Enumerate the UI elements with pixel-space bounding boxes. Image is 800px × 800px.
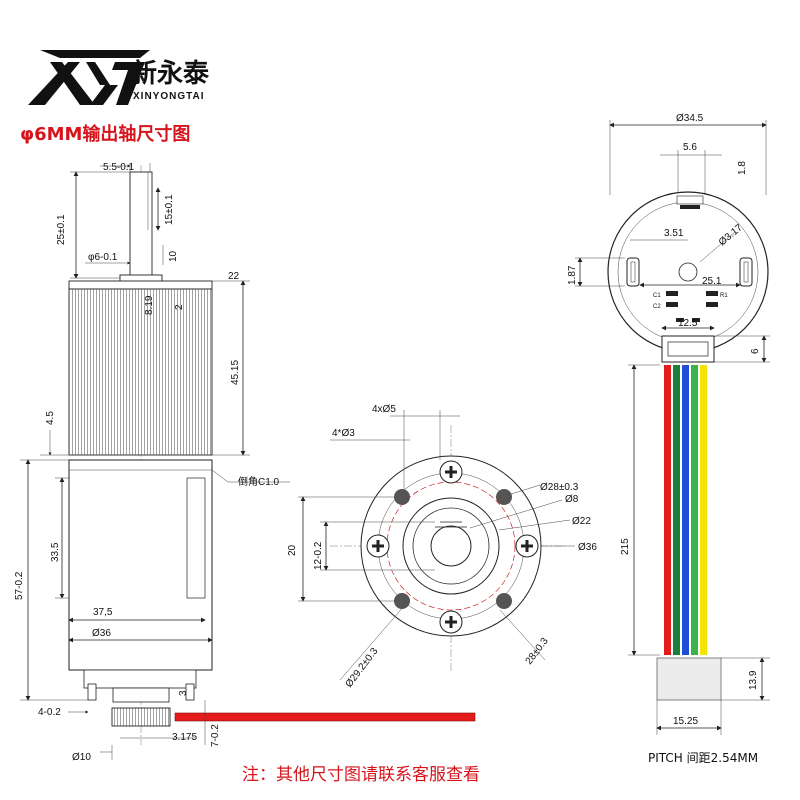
dim-motor-width: 37,5 bbox=[93, 607, 113, 618]
dim-gear-top: 22 bbox=[228, 271, 240, 282]
dim-dia-22: Ø22 bbox=[572, 516, 591, 527]
brand-logo: 新永泰 XINYONGTAI bbox=[28, 50, 210, 105]
dim-gap: 4.5 bbox=[45, 411, 56, 425]
dim-holes-3: 4*Ø3 bbox=[332, 428, 355, 439]
dim-shaft-len: 25±0.1 bbox=[56, 214, 67, 245]
dim-boss-gap: 2 bbox=[174, 304, 185, 310]
encoder-disc bbox=[111, 707, 171, 727]
dim-enc-dia: Ø34.5 bbox=[676, 113, 704, 124]
wire-yellow bbox=[700, 365, 707, 655]
dim-enc-w125: 12.5 bbox=[678, 318, 698, 329]
brand-name-cn: 新永泰 bbox=[131, 58, 210, 89]
wire-blue bbox=[682, 365, 689, 655]
gearbox-body bbox=[68, 288, 213, 456]
dim-enc-w251: 25.1 bbox=[702, 276, 722, 287]
dim-shaft-dia: φ6-0.1 bbox=[88, 252, 118, 263]
brand-name-en: XINYONGTAI bbox=[133, 91, 204, 102]
chamfer-note: 倒角C1.0 bbox=[238, 476, 280, 488]
dim-enc-h187: 1.87 bbox=[567, 265, 578, 285]
dim-dia-8: Ø8 bbox=[565, 494, 579, 505]
dim-h-20: 20 bbox=[287, 544, 298, 556]
dim-enc-h18: 1.8 bbox=[737, 161, 748, 175]
mount-hole bbox=[394, 593, 410, 609]
footnote: 注：其他尺寸图请联系客服查看 bbox=[242, 765, 480, 785]
dim-motor-dia: Ø36 bbox=[92, 628, 111, 639]
wire-bundle bbox=[664, 365, 707, 655]
dim-boss-h: 8.19 bbox=[144, 295, 155, 315]
terminal-left bbox=[87, 683, 97, 701]
pcb-center-hole bbox=[678, 262, 698, 282]
front-view: 4xØ5 4*Ø3 Ø28±0.3 Ø8 Ø22 Ø36 20 12-0.2 Ø… bbox=[287, 404, 597, 690]
dim-term-pitch: 3.175 bbox=[172, 732, 197, 743]
pcb-mark-r1: R1 bbox=[720, 293, 728, 299]
terminal-right bbox=[185, 683, 195, 701]
shaft-end bbox=[430, 525, 472, 567]
wire-red bbox=[664, 365, 671, 655]
encoder-view: Ø34.5 5.6 1.8 C1 C2 R1 3.51 Ø3.17 1.87 bbox=[567, 113, 770, 765]
dim-term-4: 4-0.2 bbox=[38, 707, 61, 718]
dim-dia-28: Ø28±0.3 bbox=[540, 482, 579, 493]
output-shaft bbox=[129, 171, 153, 279]
dim-pcd-28: 28±0.3 bbox=[524, 635, 551, 666]
dim-term-7: 7-0.2 bbox=[210, 724, 221, 747]
dim-pcd-29: Ø29.2±0.3 bbox=[344, 646, 381, 690]
screw-right bbox=[515, 534, 539, 558]
mount-hole bbox=[394, 489, 410, 505]
pitch-note: PITCH 间距2.54MM bbox=[648, 751, 758, 765]
dim-enc-h6: 6 bbox=[750, 348, 761, 354]
pcb-mark-c2: C2 bbox=[653, 304, 661, 310]
page-title: φ6MM输出轴尺寸图 bbox=[20, 123, 190, 145]
wire-lime bbox=[691, 365, 698, 655]
xyt-logo-mark bbox=[28, 50, 150, 105]
screw-bottom bbox=[439, 610, 463, 634]
dim-enc-w56: 5.6 bbox=[683, 142, 697, 153]
dim-conn-h: 13.9 bbox=[748, 670, 759, 690]
lead-wire bbox=[174, 712, 476, 722]
dim-motor-len: 33.5 bbox=[50, 542, 61, 562]
dim-total-len: 57-0.2 bbox=[14, 571, 25, 600]
dim-shaft-tip: 5.5-0.1 bbox=[103, 162, 135, 173]
dim-shaft-flat: 15±0.1 bbox=[164, 194, 175, 225]
dim-conn-w: 15.25 bbox=[673, 716, 698, 727]
wire-connector bbox=[656, 657, 722, 701]
dim-encoder-dia: Ø10 bbox=[72, 752, 91, 763]
dim-gearbox-len: 45.15 bbox=[230, 360, 241, 385]
wire-green bbox=[673, 365, 680, 655]
screw-left bbox=[366, 534, 390, 558]
dim-holes-5: 4xØ5 bbox=[372, 404, 396, 415]
dim-dia-36: Ø36 bbox=[578, 542, 597, 553]
pcb-mark-c1: C1 bbox=[653, 293, 661, 299]
dim-enc-w351: 3.51 bbox=[664, 228, 684, 239]
dim-h-12: 12-0.2 bbox=[313, 541, 324, 570]
mount-hole bbox=[496, 593, 512, 609]
dim-term-3: 3 bbox=[178, 690, 189, 696]
screw-top bbox=[439, 460, 463, 484]
dim-wire-len: 215 bbox=[620, 538, 631, 555]
dim-shaft-step: 10 bbox=[168, 250, 179, 262]
mount-hole bbox=[496, 489, 512, 505]
side-view: 5.5-0.1 25±0.1 15±0.1 10 φ6-0.1 22 8.19 … bbox=[14, 162, 476, 763]
